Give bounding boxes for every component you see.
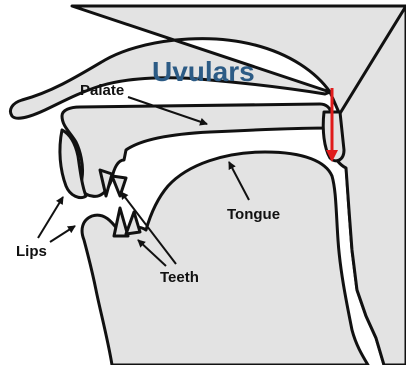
upper-teeth-shape-2 — [112, 176, 126, 196]
uvula-shape — [323, 112, 344, 161]
palate-label: Palate — [80, 82, 124, 99]
diagram-title: Uvulars — [152, 56, 255, 87]
teeth-label: Teeth — [160, 269, 199, 286]
lips-label: Lips — [16, 243, 47, 260]
lips-arrow-upper — [38, 197, 63, 238]
lips-arrow-lower — [50, 226, 75, 242]
tongue-label: Tongue — [227, 206, 280, 223]
